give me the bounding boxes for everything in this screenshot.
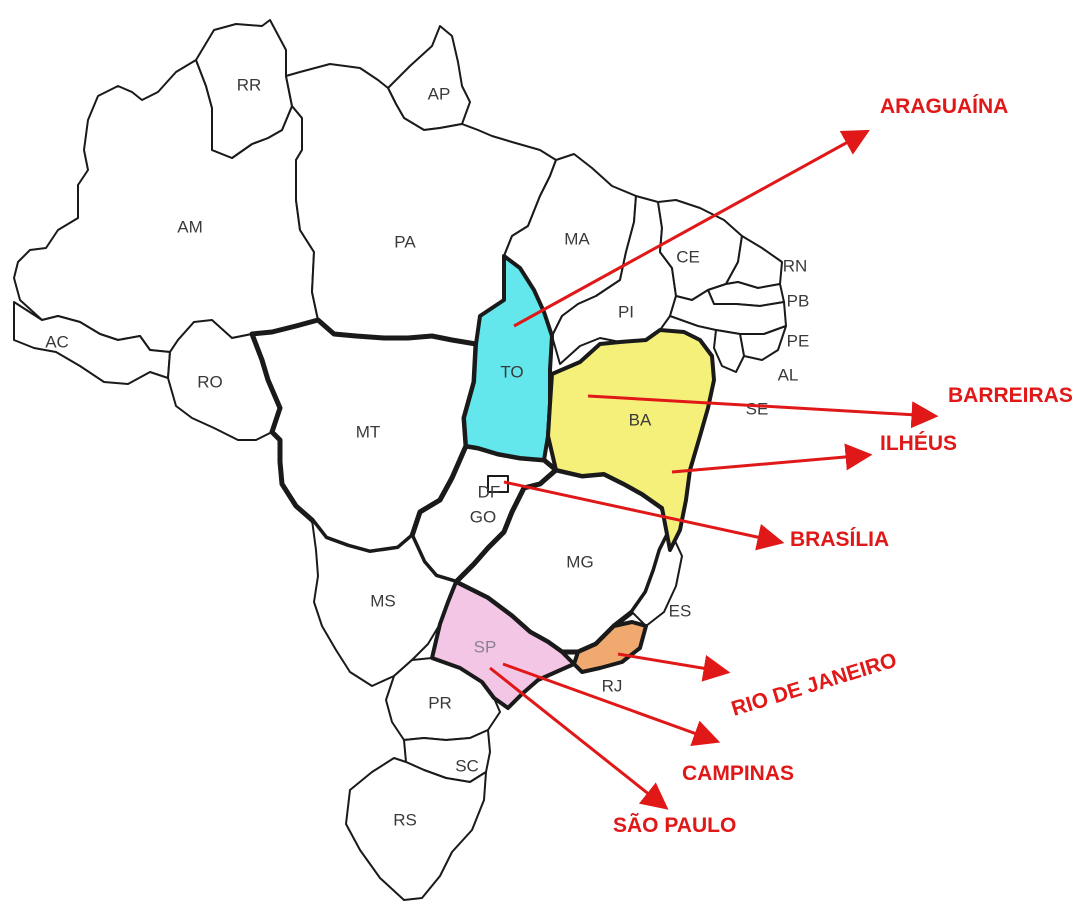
label-es: ES bbox=[669, 601, 692, 620]
label-sc: SC bbox=[455, 756, 479, 775]
region-rj bbox=[572, 620, 648, 674]
label-rn: RN bbox=[783, 256, 808, 275]
label-am: AM bbox=[177, 217, 203, 236]
state-ms bbox=[311, 519, 457, 687]
city-sao-paulo: SÃO PAULO bbox=[613, 814, 736, 837]
arrow-brasilia bbox=[503, 480, 785, 551]
label-pi: PI bbox=[618, 302, 634, 321]
state-rs bbox=[345, 757, 487, 901]
label-ce: CE bbox=[676, 247, 700, 266]
label-pe: PE bbox=[787, 331, 810, 350]
arrow-campinas bbox=[502, 662, 721, 747]
label-mt: MT bbox=[356, 422, 381, 441]
state-rr bbox=[195, 19, 293, 159]
label-pa: PA bbox=[394, 232, 416, 251]
arrow-barreiras bbox=[587, 394, 939, 429]
state-pb bbox=[707, 281, 785, 307]
label-rr: RR bbox=[237, 75, 262, 94]
label-to: TO bbox=[500, 362, 523, 381]
city-araguaina: ARAGUAÍNA bbox=[880, 95, 1008, 118]
label-go: GO bbox=[470, 507, 496, 526]
arrow-ilheus bbox=[671, 443, 873, 474]
label-sp: SP bbox=[474, 637, 497, 656]
arrow-rio-de-janeiro bbox=[617, 652, 731, 682]
label-ac: AC bbox=[45, 332, 69, 351]
region-to bbox=[462, 254, 554, 462]
state-se bbox=[713, 329, 745, 373]
label-ro: RO bbox=[197, 372, 223, 391]
label-rj: RJ bbox=[602, 676, 623, 695]
label-se: SE bbox=[746, 399, 769, 418]
city-barreiras: BARREIRAS bbox=[948, 384, 1073, 407]
label-pr: PR bbox=[428, 693, 452, 712]
city-ilheus: ILHÉUS bbox=[880, 432, 957, 455]
label-rs: RS bbox=[393, 810, 417, 829]
label-al: AL bbox=[778, 365, 799, 384]
state-pe bbox=[669, 289, 787, 335]
label-pb: PB bbox=[787, 291, 810, 310]
label-mg: MG bbox=[566, 552, 593, 571]
label-ma: MA bbox=[564, 229, 590, 248]
arrow-araguaina bbox=[513, 129, 870, 328]
label-ba: BA bbox=[629, 410, 652, 429]
label-df: DF bbox=[478, 482, 501, 501]
city-brasilia: BRASÍLIA bbox=[790, 528, 889, 551]
label-ap: AP bbox=[428, 84, 451, 103]
state-es bbox=[631, 529, 683, 627]
city-rio-de-janeiro: RIO DE JANEIRO bbox=[729, 649, 900, 721]
city-campinas: CAMPINAS bbox=[682, 762, 794, 785]
arrow-sao-paulo bbox=[489, 666, 669, 810]
label-ms: MS bbox=[370, 591, 396, 610]
state-df bbox=[487, 475, 509, 493]
